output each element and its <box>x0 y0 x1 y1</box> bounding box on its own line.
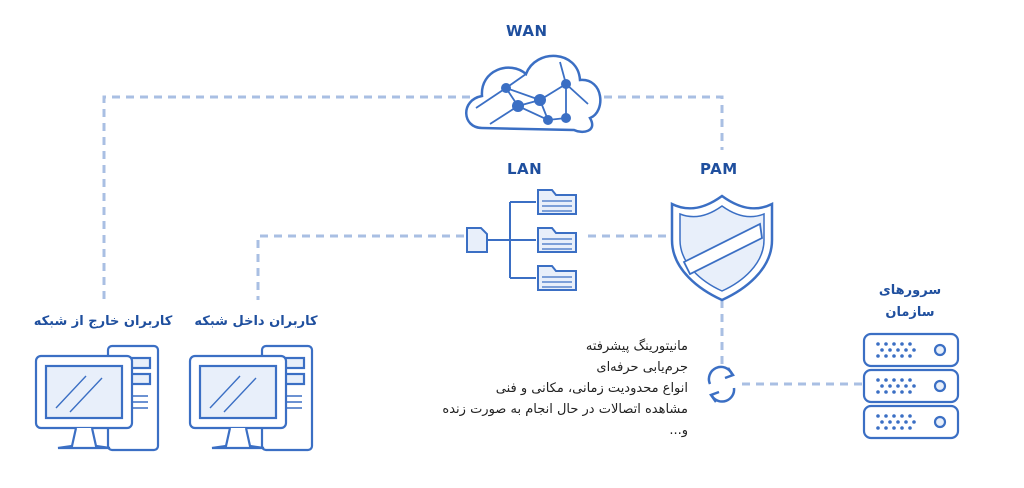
wan-to-pam-line <box>590 95 724 150</box>
pam-label: PAM <box>700 160 738 178</box>
file-icon <box>466 227 488 253</box>
pam-features-list: مانیتورینگ پیشرفته جرم‌یابی حرفه‌ای انوا… <box>330 336 688 441</box>
external-users-label: کاربران خارج از شبکه <box>33 314 173 329</box>
folder-tree-icon <box>466 189 577 291</box>
feature-item: و... <box>669 423 688 438</box>
feature-item: مانیتورینگ پیشرفته <box>585 339 688 354</box>
desktop-computer-icon-internal <box>188 344 314 452</box>
folder-icon-bottom <box>537 265 577 291</box>
cloud-network-icon <box>465 54 602 134</box>
server-unit-1 <box>862 332 960 368</box>
internal-users-label: کاربران داخل شبکه <box>194 314 318 329</box>
feature-item: انواع محدودیت زمانی، مکانی و فنی <box>495 381 688 396</box>
sync-arrows-icon <box>707 365 736 403</box>
wan-label: WAN <box>506 22 548 40</box>
wan-to-external-users-line <box>102 95 470 300</box>
folder-icon-middle <box>537 227 577 253</box>
folder-icon-top <box>537 189 577 215</box>
feature-item: مشاهده اتصالات در حال انجام به صورت زنده <box>442 402 688 417</box>
servers-label: سرورهای سازمان <box>862 280 958 324</box>
servers-label-line2: سازمان <box>885 305 935 320</box>
lan-to-internal-users-line <box>256 234 464 300</box>
lan-label: LAN <box>507 160 543 178</box>
server-rack-icon <box>862 332 960 440</box>
server-unit-3 <box>862 404 960 440</box>
feature-item: جرم‌یابی حرفه‌ای <box>596 360 688 375</box>
desktop-computer-icon-external <box>34 344 160 452</box>
server-unit-2 <box>862 368 960 404</box>
connector-lines <box>102 95 862 386</box>
servers-label-line1: سرورهای <box>878 283 942 298</box>
shield-icon <box>670 194 774 302</box>
